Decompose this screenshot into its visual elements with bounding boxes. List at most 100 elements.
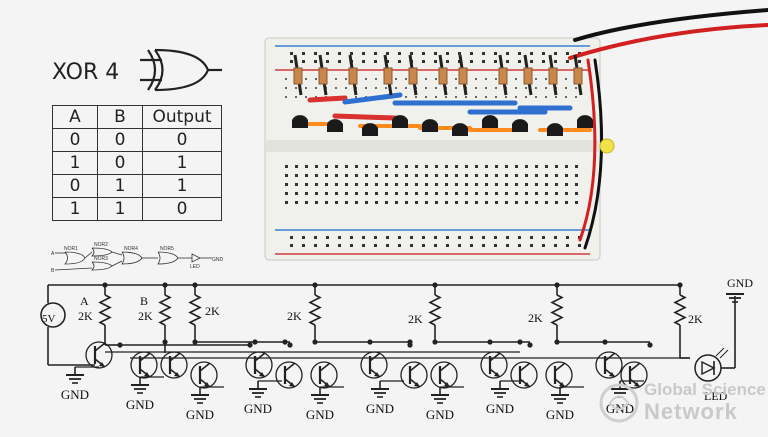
resistor-label: 2K [205,304,220,318]
ground-label: GND [306,407,334,422]
xor-gate-symbol [140,48,222,92]
led-component [599,138,615,154]
transistor [510,361,538,389]
mini-label: NOR3 [94,256,108,262]
watermark-line2: Network [644,399,738,424]
mini-label: NOR1 [64,246,78,252]
ground-label: GND [727,276,753,290]
junction-dot [117,342,123,348]
mini-nor-diagram [54,247,212,271]
resistor [673,294,687,326]
transistor [310,361,338,389]
ground-label: GND [61,387,89,402]
resistor [188,294,202,326]
junction-dot [162,339,168,345]
junction-dot [602,339,608,345]
cell: 1 [142,174,222,198]
cell: 0 [142,197,222,221]
watermark-line1: Global Science [644,380,766,399]
resistor [308,294,322,326]
junction-dot [407,342,413,348]
resistor-label: 2K [688,312,703,326]
resistor [98,294,112,326]
cell: 1 [142,151,222,175]
cell: 0 [97,151,143,175]
cell: 0 [142,128,222,152]
transistor [130,351,158,379]
resistor [428,294,442,326]
transistor [190,361,218,389]
junction-dot [367,339,373,345]
transistor [595,351,623,379]
cell: 1 [97,197,143,221]
transistor [85,341,113,369]
battery-symbol [40,302,66,328]
resistor [550,294,564,326]
ground-label: GND [186,407,214,422]
mini-label: NOR5 [160,246,174,252]
resistor-label: 2K [528,311,543,325]
junction-dot [312,339,318,345]
header-a: A [52,105,98,129]
junction-dot [554,339,560,345]
truth-table-header-row: A B Output [52,105,222,129]
cell: 1 [97,174,143,198]
transistor [400,361,428,389]
led-symbol [694,354,722,382]
supply-label: 5V [42,313,56,325]
resistor-label: 2K [78,309,93,323]
brain-logo-icon [599,383,639,423]
ground-label: GND [546,407,574,422]
transistor [545,361,573,389]
junction-dot [487,339,493,345]
resistor-label: 2K [408,312,423,326]
cell: 1 [52,197,98,221]
transistor [275,361,303,389]
led-label: LED [704,389,728,403]
resistor-label: 2K [287,309,302,323]
transistor [160,351,188,379]
cell: 0 [97,128,143,152]
ground-label: GND [486,401,514,416]
transistor [480,351,508,379]
junction-dot [192,339,198,345]
transistor [620,361,648,389]
header-b: B [97,105,143,129]
junction-dot [647,342,653,348]
cell: 1 [52,151,98,175]
mini-label: NOR2 [94,242,108,248]
ground-label: GND [426,407,454,422]
mini-label: A [51,251,55,257]
mini-label: NOR4 [124,246,138,252]
junction-dot [527,342,533,348]
input-b-label: B [140,294,148,308]
ground-label: GND [126,397,154,412]
resistor [158,294,172,326]
transistor [245,351,273,379]
input-a-label: A [80,294,89,308]
cell: 0 [52,128,98,152]
watermark: Global Science Network [596,380,766,428]
transistor [360,351,388,379]
breadboard [264,8,768,261]
mini-label: LED [190,264,200,270]
resistor-label: 2K [138,309,153,323]
gate-title: XOR 4 [52,60,120,85]
ground-label: GND [244,401,272,416]
junction-dot [432,339,438,345]
header-output: Output [142,105,222,129]
junction-dot [517,339,523,345]
junction-dot [247,342,253,348]
junction-dot [282,339,288,345]
ground-label: GND [366,401,394,416]
junction-dot [252,339,258,345]
junction-dot [287,342,293,348]
